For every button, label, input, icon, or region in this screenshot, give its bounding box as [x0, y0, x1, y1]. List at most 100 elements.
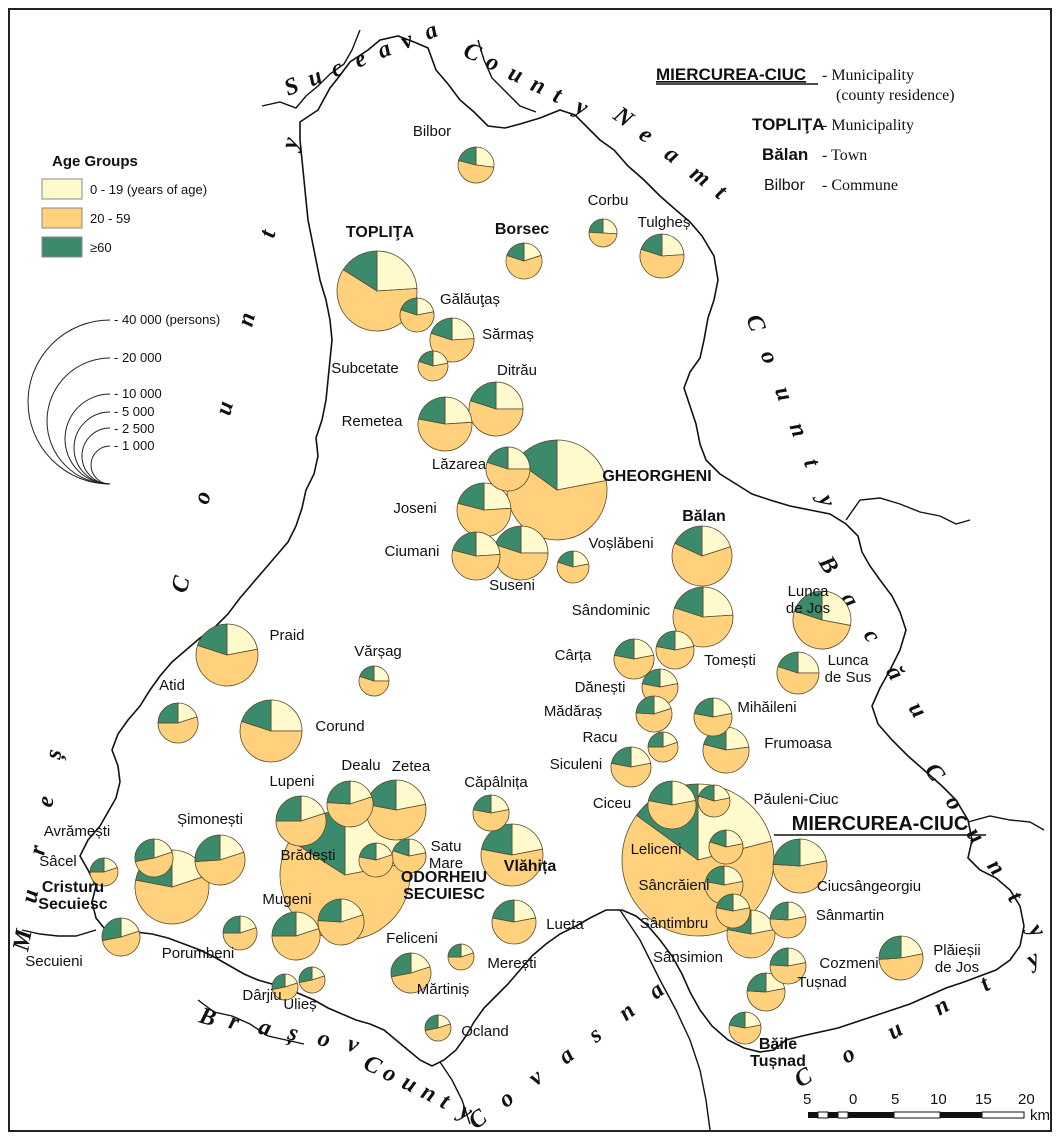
pie-leliceni — [708, 829, 744, 865]
legend-swatch-young — [41, 178, 83, 200]
pie-slice-young — [451, 317, 475, 341]
size-label-2500: - 2 500 — [114, 421, 154, 436]
pie-slice-old — [613, 638, 635, 660]
county-letter-county-bacau: y — [1021, 916, 1050, 942]
label-sa-ntimbru: Sântimbru — [640, 915, 708, 932]
county-letter-county-left: t — [255, 226, 282, 240]
pie-slice-old — [746, 972, 767, 993]
rank-name-residence: MIERCUREA-CIUC — [656, 65, 806, 84]
county-letter-county-bottom: u — [398, 1069, 421, 1098]
pie-corbu — [588, 218, 618, 248]
pie-slice-adult — [610, 762, 652, 788]
pie-slice-young — [520, 525, 549, 554]
pie-slice-adult — [101, 930, 141, 957]
pie-slice-adult — [195, 644, 259, 687]
label-mugeni: Mugeni — [262, 891, 311, 908]
label-ma-rtinis: Mărtiniș — [417, 981, 470, 998]
label-sa-nsimion: Sânsimion — [653, 949, 723, 966]
label-atid: Atid — [159, 677, 185, 694]
county-letter-bacau: B — [812, 551, 843, 579]
pie-slice-young — [701, 525, 732, 557]
pie-slice-adult — [485, 461, 531, 492]
county-letter-bacau: u — [903, 697, 932, 722]
rank-name-commune: Bilbor — [764, 177, 806, 194]
pie-slice-young — [395, 779, 426, 811]
county-letter-county-left: o — [189, 489, 217, 507]
pie-slice-adult — [491, 917, 537, 945]
pie-slice-young — [702, 586, 734, 618]
pie-gheorgheni — [506, 439, 608, 541]
pie-slice-old — [610, 746, 632, 768]
scale-tick-15: 15 — [975, 1091, 992, 1108]
pie-slice-old — [557, 550, 574, 568]
pie-ciucsa-ngeorgiu — [772, 838, 828, 894]
pie-slice-old — [647, 780, 673, 806]
pie-da-rjiu — [271, 973, 299, 1001]
pie-slice-adult — [472, 809, 510, 832]
label-sa-ndominic: Sândominic — [572, 602, 651, 619]
pie-slice-adult — [635, 707, 673, 733]
pie-slice-adult — [194, 851, 246, 886]
county-letter-county-covasna: n — [929, 992, 954, 1021]
pie-ulies — [298, 966, 326, 994]
county-letter-mures: ș — [40, 747, 67, 762]
county-letter-county-covasna: y — [1019, 945, 1044, 975]
county-letter-suceava: S — [281, 72, 303, 101]
pie-slice-young — [671, 780, 697, 806]
label-la-zarea: Lăzarea — [432, 456, 487, 473]
label-leliceni: Leliceni — [631, 841, 682, 858]
label-sa-nmartin: Sânmartin — [816, 907, 884, 924]
rank-name-municipality: TOPLIŢA — [752, 115, 824, 134]
pie-slice-adult — [457, 160, 495, 184]
scale-tick-5w: 5 — [803, 1091, 811, 1108]
county-letter-neamt: N — [608, 101, 639, 134]
pie-slice-old — [317, 898, 342, 923]
pie-slice-old — [134, 838, 155, 863]
pie-slice-old — [457, 482, 485, 511]
county-letter-suceava: v — [397, 27, 417, 55]
legend-label-old: ≥60 — [90, 240, 112, 255]
scale-tick-10: 10 — [930, 1091, 947, 1108]
scale-seg — [828, 1112, 838, 1118]
scale-seg — [808, 1112, 818, 1118]
neighbour-boundary-e — [845, 497, 971, 525]
county-letter-covasna: o — [494, 1085, 519, 1113]
label-ciumani: Ciumani — [384, 543, 439, 560]
pie-slice-adult — [326, 796, 374, 828]
pie-slice-old — [271, 911, 297, 937]
pie-ciumani — [451, 531, 501, 581]
size-arc-20000 — [46, 357, 111, 485]
pie-sa-nmartin — [769, 901, 807, 939]
pie-ba-lan — [671, 525, 733, 587]
pie-slice-young — [495, 381, 524, 410]
pie-toplit-a — [336, 250, 418, 332]
pie-pla-ies-ii-de-jos — [878, 935, 924, 981]
settlement-labels: BilborCorbuTulgheșBorsecTOPLIŢAGălăuţașS… — [25, 123, 986, 1070]
pie-slice-adult — [424, 1023, 452, 1042]
pie-slice-adult — [271, 928, 321, 961]
age-legend: Age Groups 0 - 19 (years of age) 20 - 59… — [41, 153, 207, 258]
label-borsec: Borsec — [495, 221, 549, 238]
pie-la-zarea — [485, 446, 531, 492]
pie-praid — [195, 623, 259, 687]
label-ga-la-ut-as: Gălăuţaș — [440, 291, 500, 308]
size-arc-5000 — [73, 411, 111, 485]
pie-slice-adult — [776, 666, 820, 695]
label-ciucsa-ngeorgiu: Ciucsângeorgiu — [817, 878, 921, 895]
pie-slice-adult — [613, 654, 655, 680]
county-letter-county-neamt: C — [740, 311, 770, 336]
county-letter-mures: e — [32, 794, 60, 809]
county-letter-county-top: o — [482, 49, 503, 78]
pie-suseni — [493, 525, 549, 581]
pie-slice-young — [797, 651, 820, 674]
county-letter-covasna: n — [614, 998, 641, 1027]
pie-slice-young — [661, 233, 685, 257]
label-va-rs-ag: Vărșag — [354, 643, 402, 660]
scale-seg — [940, 1112, 982, 1118]
label-cozmeni: Cozmeni — [819, 955, 878, 972]
pie-ocland — [424, 1014, 452, 1042]
pie-slice-old — [458, 146, 477, 166]
